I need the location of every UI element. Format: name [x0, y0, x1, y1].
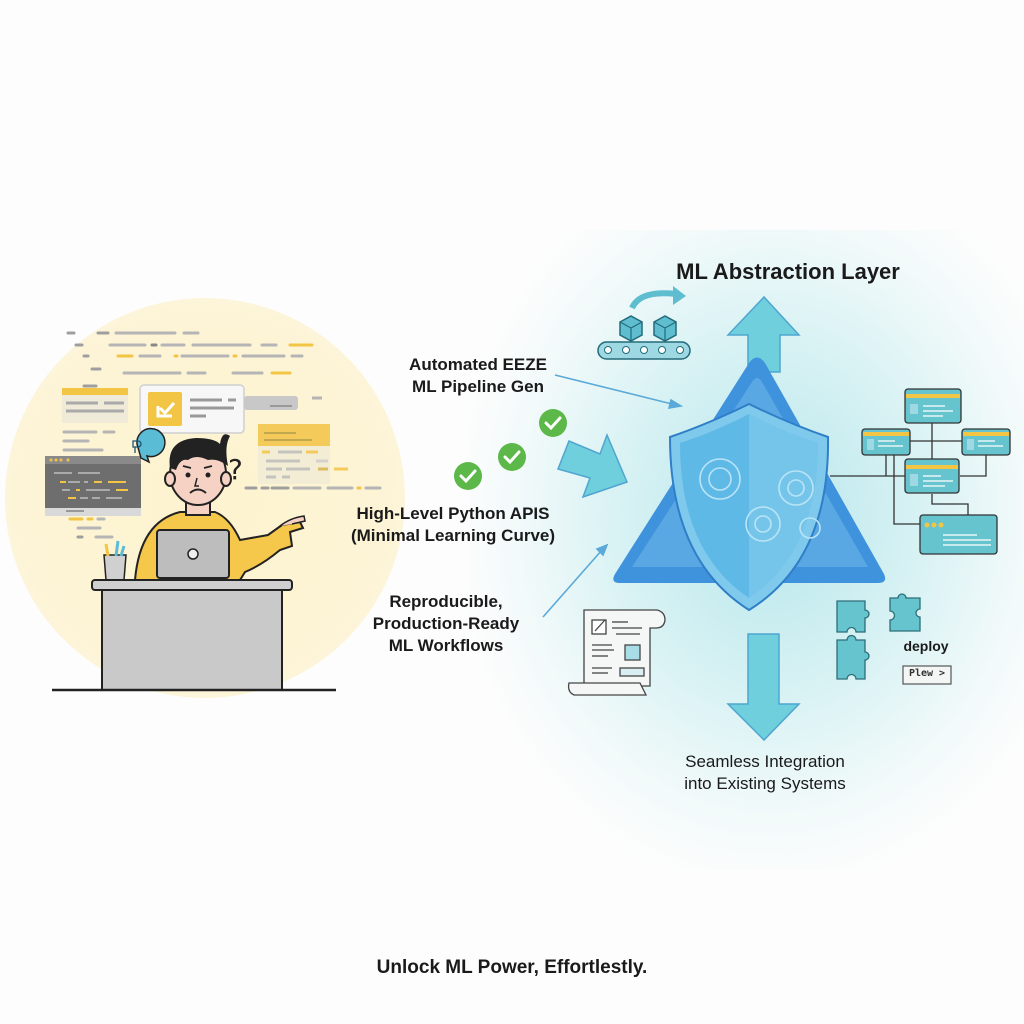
integration-label-line: Seamless Integration [685, 752, 845, 771]
desk-icon [52, 579, 336, 692]
integration-label: Seamless Integration into Existing Syste… [652, 751, 878, 795]
up-arrow-icon [726, 295, 801, 373]
feature-label-line: High-Level Python APIS [356, 504, 550, 523]
feature-label-workflows: Reproducible, Production-Ready ML Workfl… [358, 591, 534, 657]
system-node [904, 388, 962, 424]
pointer-arrow [542, 543, 609, 618]
feature-label-line: Reproducible, [389, 592, 503, 611]
scroll-document-icon [567, 609, 666, 696]
developer-scene: ? [45, 331, 382, 692]
code-lines-decoration [62, 331, 382, 539]
conveyor-boxes-icon [597, 286, 691, 360]
feature-label-line: ML Workflows [388, 636, 504, 656]
chat-bubble-icon [132, 427, 166, 464]
flow-arrow-diagonal [556, 432, 629, 499]
feature-label-line: (Minimal Learning Curve) [350, 526, 556, 546]
down-arrow-icon [726, 633, 801, 742]
code-window [45, 456, 141, 516]
feature-label-line: ML Pipeline Gen [412, 377, 544, 397]
feature-label-line: Automated EEZE [409, 355, 547, 374]
check-circle-icon [454, 462, 482, 490]
feature-label-apis: High-Level Python APIS (Minimal Learning… [330, 503, 576, 547]
plew-button-frame [902, 665, 952, 685]
plew-button[interactable]: Plew > [908, 668, 946, 679]
check-circle-icon [498, 443, 526, 471]
integration-label-line: into Existing Systems [684, 774, 846, 794]
system-node [904, 458, 960, 494]
laptop-icon [156, 529, 230, 579]
page-title: ML Abstraction Layer [676, 259, 900, 284]
puzzle-pieces-icon [836, 593, 921, 680]
system-node [919, 514, 998, 555]
tagline: Unlock ML Power, Effortlestly. [376, 957, 648, 978]
feature-label-pipeline: Automated EEZE ML Pipeline Gen [378, 354, 578, 398]
shield-gears-icon [668, 402, 830, 612]
system-node [961, 428, 1011, 456]
feature-label-line: Production-Ready [372, 614, 520, 634]
task-card [139, 384, 322, 434]
deploy-label: deploy [903, 638, 949, 654]
check-circle-icon [539, 409, 567, 437]
system-node [861, 428, 911, 456]
code-card-right [258, 424, 348, 484]
pointer-arrow [554, 374, 684, 409]
code-card-left [62, 388, 128, 423]
